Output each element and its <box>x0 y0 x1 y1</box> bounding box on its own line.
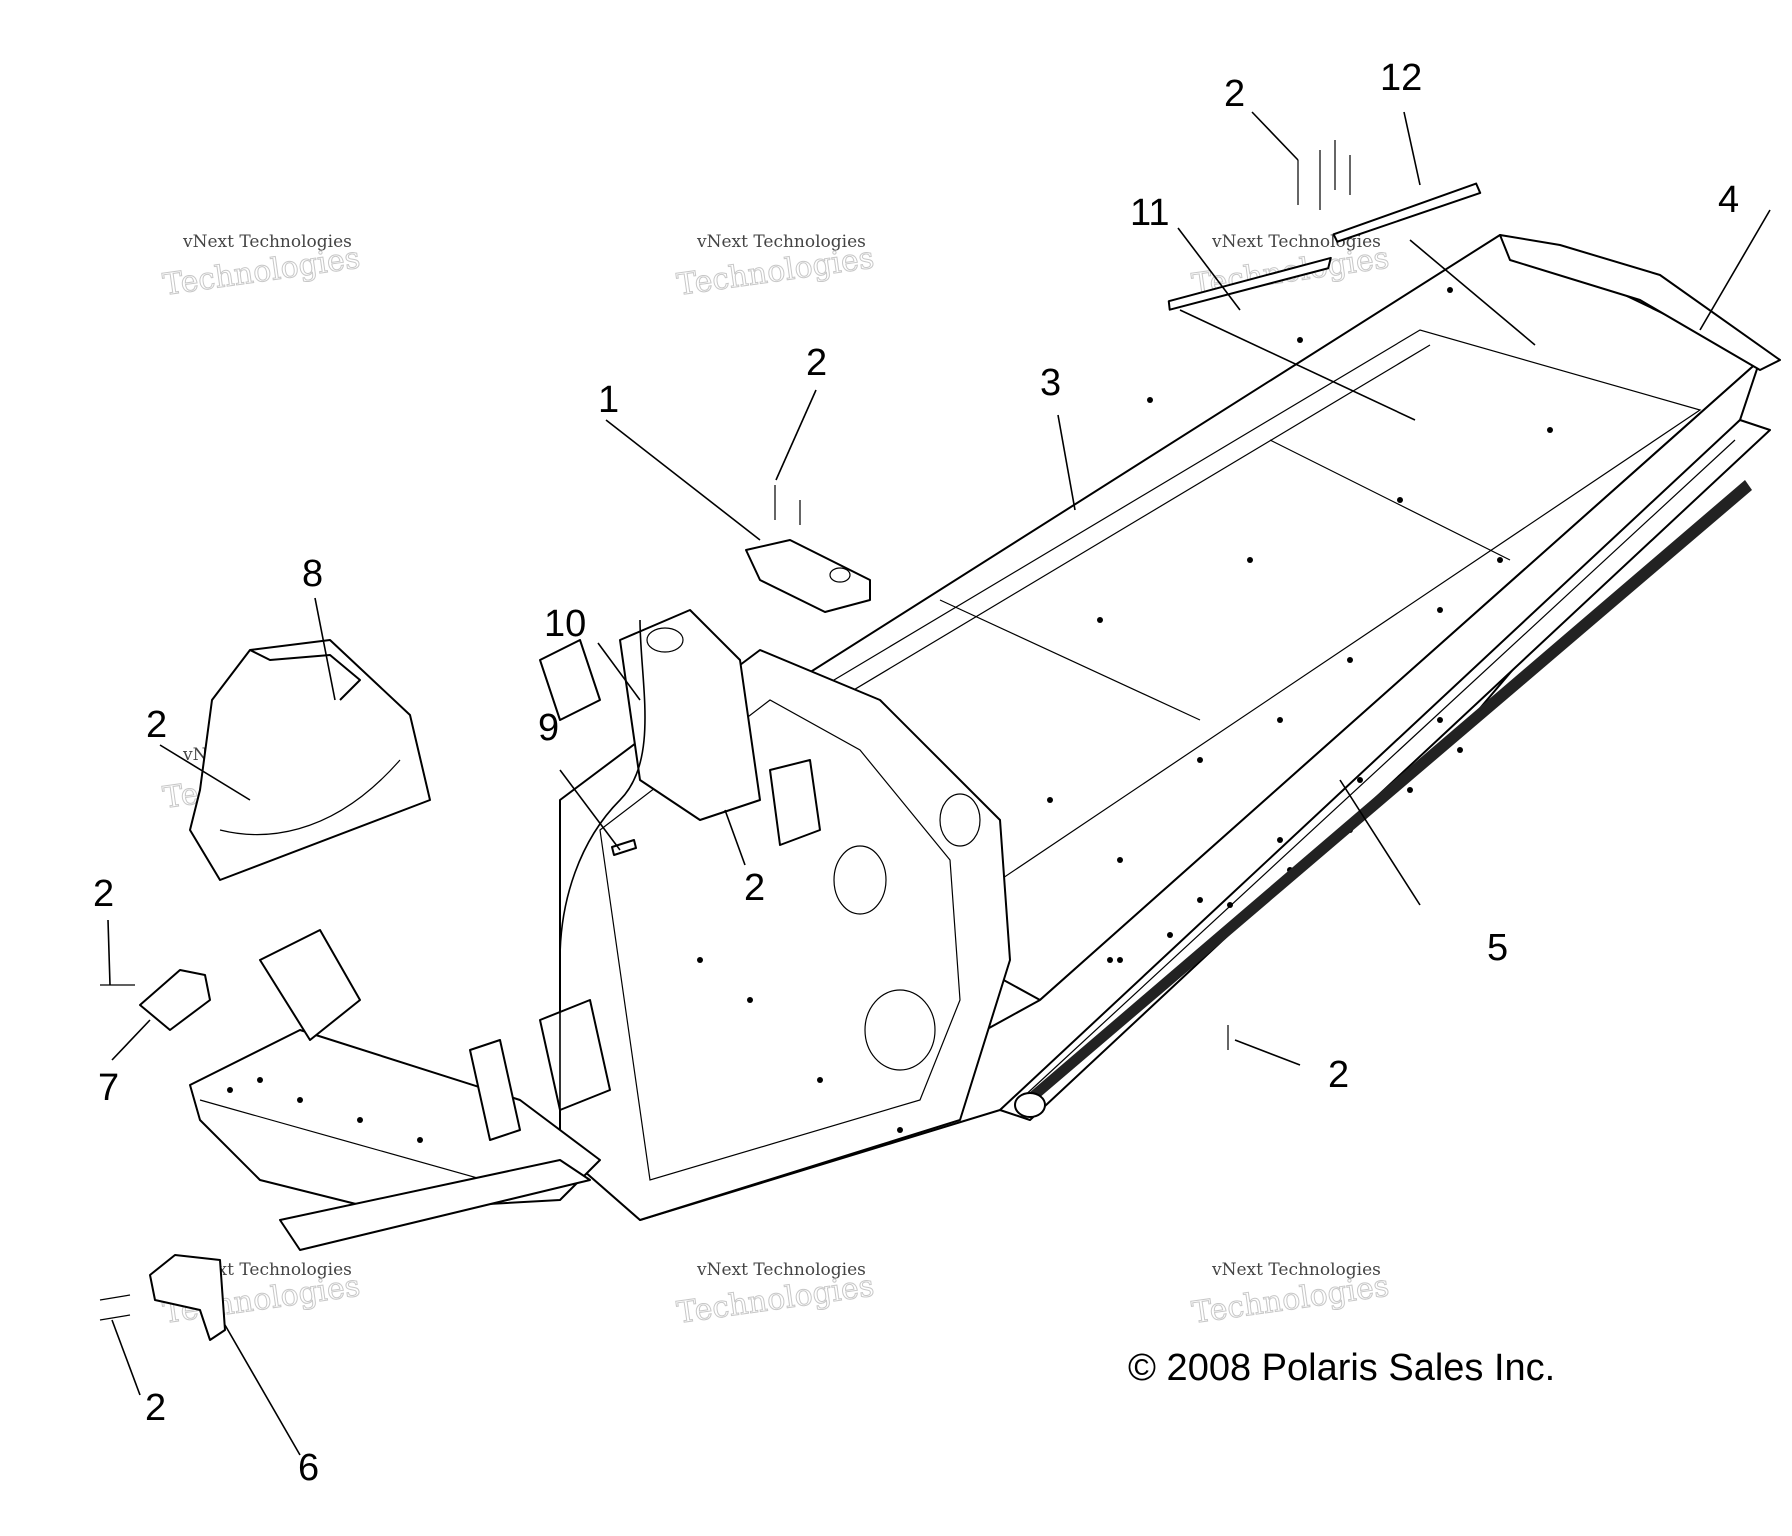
callout-11: 11 <box>1130 192 1169 234</box>
svg-text:vNext Technologies: vNext Technologies <box>696 232 866 252</box>
watermark: vNext Technologies Technologies <box>160 232 362 303</box>
callout-1: 1 <box>598 379 619 421</box>
callout-4: 4 <box>1718 179 1739 221</box>
fasteners <box>99 140 1351 1321</box>
callout-8: 8 <box>302 553 323 595</box>
callout-2a: 2 <box>806 342 827 384</box>
svg-text:vNext Technologies: vNext Technologies <box>696 1260 866 1280</box>
svg-text:vNext Technologies: vNext Technologies <box>182 232 352 252</box>
bracket-7 <box>139 969 211 1031</box>
watermark: vNext Technologies Technologies <box>674 1260 876 1331</box>
callout-5: 5 <box>1487 927 1508 969</box>
bracket-6 <box>149 1254 226 1341</box>
callout-2c: 2 <box>146 704 167 746</box>
rail-12 <box>1332 182 1482 243</box>
callout-2e: 2 <box>744 867 765 909</box>
callout-2g: 2 <box>145 1387 166 1429</box>
callout-9: 9 <box>538 707 559 749</box>
svg-text:vNext Technologies: vNext Technologies <box>182 1260 352 1280</box>
callouts: 1 2 2 2 2 2 2 2 3 4 5 6 7 8 9 10 11 12 <box>93 57 1739 1489</box>
callout-6: 6 <box>298 1447 319 1489</box>
cable-10 <box>559 619 646 1120</box>
running-board-end <box>1014 1092 1046 1118</box>
callout-10: 10 <box>544 603 586 645</box>
callout-3: 3 <box>1040 362 1061 404</box>
housing-8 <box>189 639 431 881</box>
bracket-1 <box>745 539 871 613</box>
bolt-9 <box>611 839 637 856</box>
callout-2f: 2 <box>1328 1054 1349 1096</box>
rail-11 <box>1167 256 1332 311</box>
leader-lines <box>107 111 1771 1456</box>
watermark: vNext Technologies Technologies <box>674 232 876 303</box>
chassis-tunnel <box>189 234 1771 1251</box>
rear-bumper <box>1499 234 1781 371</box>
callout-12: 12 <box>1380 57 1422 99</box>
callout-7: 7 <box>98 1067 119 1109</box>
callout-2d: 2 <box>93 873 114 915</box>
svg-text:vNext Technologies: vNext Technologies <box>1211 1260 1381 1280</box>
watermark: vNext Technologies Technologies <box>1189 1260 1391 1331</box>
running-board-edge <box>1015 480 1752 1110</box>
copyright-text: © 2008 Polaris Sales Inc. <box>1128 1347 1555 1389</box>
callout-2b: 2 <box>1224 73 1245 115</box>
